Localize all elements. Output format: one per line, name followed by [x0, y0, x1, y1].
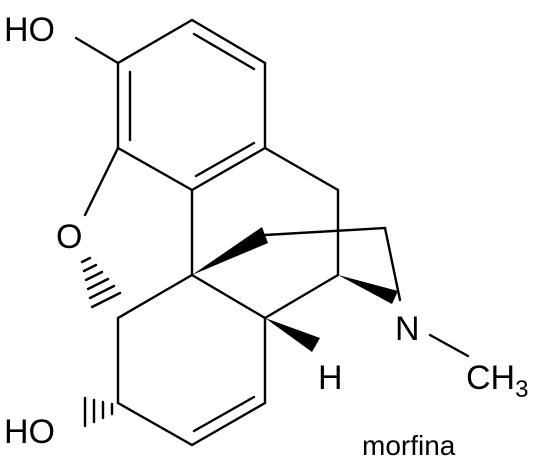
- bond-ring-top-right: [190, 18, 267, 65]
- wedge-bond-nitrogen: [338, 275, 398, 304]
- bond-ring-top-left: [116, 18, 194, 65]
- label-oxygen: O: [56, 218, 82, 256]
- wedge-bond-bridge: [192, 227, 268, 275]
- bond-ring-to-oxygen: [83, 146, 120, 217]
- bond-bridge-down: [383, 226, 402, 302]
- bond-junction-to-ch: [263, 273, 340, 320]
- label-methyl-main: CH: [466, 359, 515, 397]
- bond-oh-top: [74, 36, 120, 65]
- double-bond-lower: [192, 395, 256, 433]
- bond-quaternary-to-left: [116, 273, 194, 320]
- bond-ring-bottom-right: [190, 146, 267, 192]
- bond-bridge-top: [263, 226, 387, 237]
- bond-lower-bottom-left: [116, 401, 194, 447]
- label-ho-top: HO: [4, 11, 55, 49]
- caption-morfina: morfina: [362, 430, 456, 461]
- label-ho-bottom: HO: [4, 413, 55, 451]
- wedge-bond-hydrogen: [265, 318, 320, 352]
- hashed-bond-oh-bottom: [83, 396, 114, 428]
- bond-quaternary-to-right: [190, 273, 267, 320]
- label-methyl: CH3: [466, 359, 528, 403]
- double-bond-inner-top-right: [192, 32, 256, 71]
- bond-ring-bottom-left: [116, 146, 194, 192]
- hashed-bond-oxygen: [80, 256, 122, 309]
- bond-benzylic-1: [263, 146, 340, 192]
- aromatic-ring: [116, 18, 267, 192]
- double-bond-inner-bottom-right: [194, 141, 256, 178]
- label-hydrogen: H: [318, 359, 343, 397]
- bond-n-methyl: [428, 333, 470, 358]
- bond-lower-bottom-right: [190, 401, 267, 447]
- label-methyl-sub: 3: [515, 376, 528, 403]
- label-nitrogen: N: [395, 310, 420, 348]
